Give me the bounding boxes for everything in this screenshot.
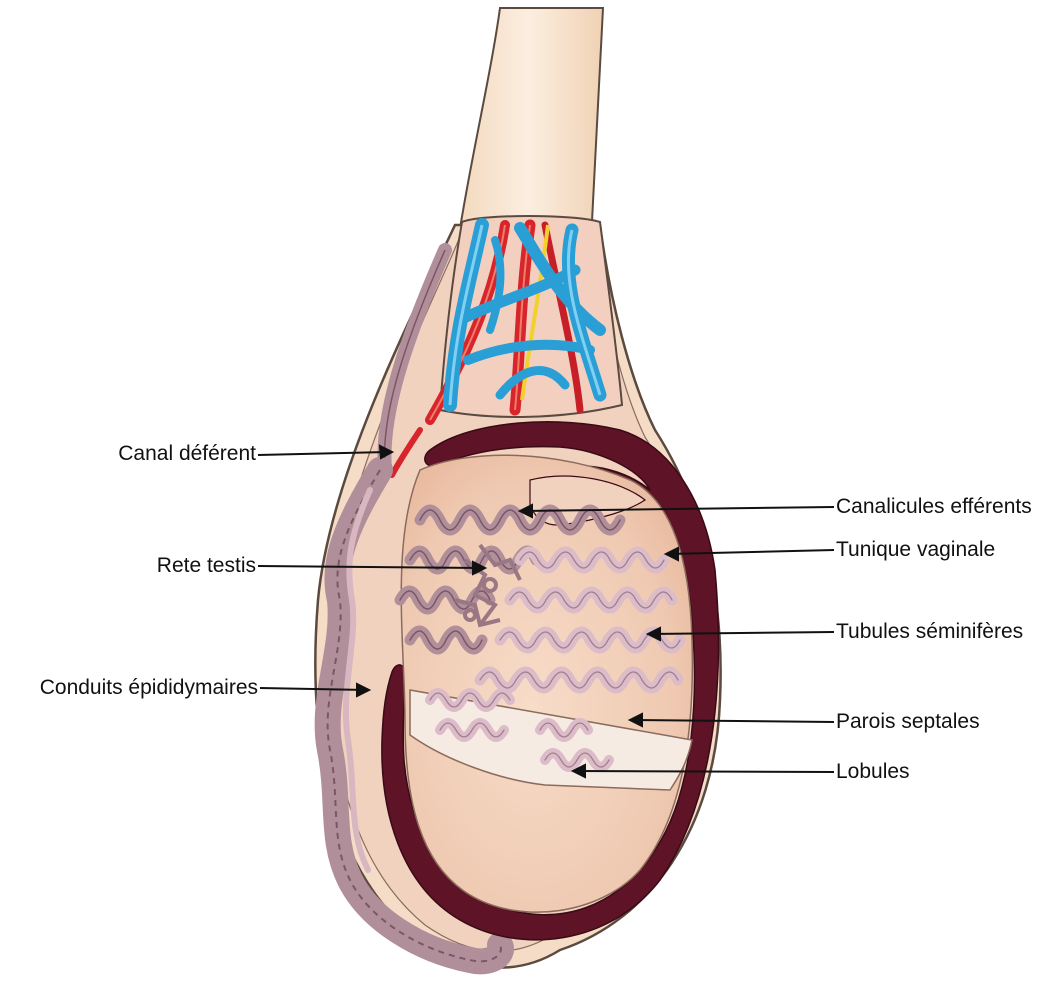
label-rete-testis: Rete testis [40,554,256,578]
vessel-window [430,216,622,420]
label-canalicules-efferents: Canalicules efférents [836,495,1032,519]
label-parois-septales: Parois septales [836,710,980,734]
label-tunique-vaginale: Tunique vaginale [836,538,995,562]
label-canal-deferent: Canal déférent [40,442,256,466]
label-tubules-seminiferes: Tubules séminifères [836,620,1023,644]
label-conduits-epididymaires: Conduits épididymaires [0,676,258,700]
label-lobules: Lobules [836,760,910,784]
